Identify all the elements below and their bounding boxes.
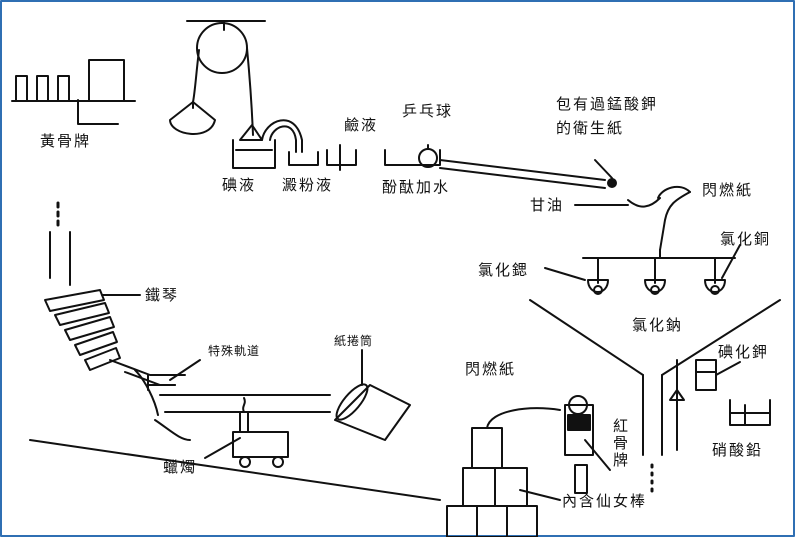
sparkler-boxes (446, 407, 561, 537)
label-sparkler: 內含仙女棒 (562, 492, 648, 510)
label-permanganate-1: 包有過錳酸鉀 (556, 95, 659, 113)
special-track (109, 359, 331, 441)
ramp-line (29, 439, 441, 501)
yellow-dominoes (11, 59, 136, 125)
label-strontium-chloride: 氯化鍶 (478, 261, 530, 279)
iron-xylophone (44, 201, 141, 371)
label-iodine: 碘液 (222, 176, 257, 194)
label-potassium-iodide: 碘化鉀 (718, 343, 770, 361)
beaker-row (232, 119, 617, 189)
label-paper-roll: 紙捲筒 (334, 334, 374, 348)
candle-cart (204, 397, 289, 468)
label-phenolphthalein: 酚酞加水 (382, 178, 451, 196)
label-copper-chloride: 氯化銅 (720, 230, 772, 248)
label-lead-nitrate: 硝酸鉛 (712, 441, 764, 459)
pulley-system (169, 20, 266, 136)
label-red-domino: 紅骨牌 (611, 418, 629, 469)
flame-test-rack (544, 244, 741, 295)
label-candle: 蠟燭 (163, 458, 198, 476)
label-glycerin: 甘油 (530, 196, 565, 214)
funnel (529, 299, 781, 493)
label-xylophone: 鐵琴 (145, 286, 180, 304)
paper-roll (334, 349, 411, 441)
label-alkali: 鹼液 (344, 116, 379, 134)
label-sodium-chloride: 氯化鈉 (632, 316, 684, 334)
potassium-iodide-setup (669, 359, 771, 451)
label-ping-pong: 乒乓球 (402, 102, 454, 120)
red-domino-figure (564, 395, 611, 494)
label-permanganate-2: 的衛生紙 (556, 119, 625, 137)
label-flash-paper-top: 閃燃紙 (702, 181, 754, 199)
label-flash-paper-mid: 閃燃紙 (465, 360, 517, 378)
label-special-track: 特殊軌道 (208, 344, 261, 358)
label-yellow-domino: 黃骨牌 (40, 132, 92, 150)
label-starch: 澱粉液 (282, 176, 334, 194)
glycerin-dish (574, 185, 691, 251)
